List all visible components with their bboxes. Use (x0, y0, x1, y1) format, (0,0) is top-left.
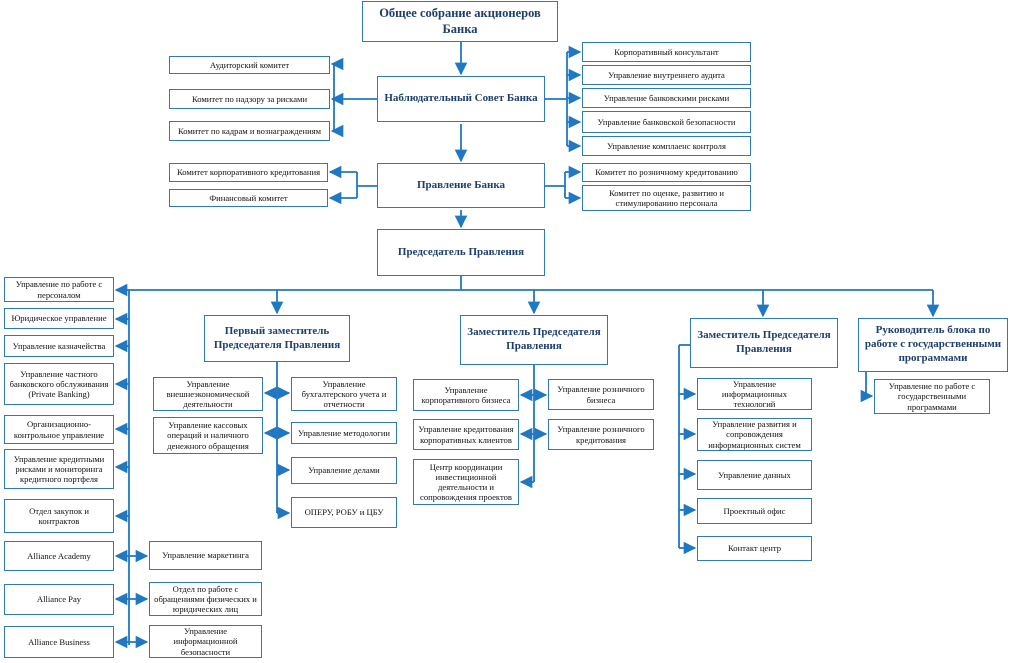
cash-operations-dept: Управление кассовых операций и наличного… (153, 417, 263, 454)
compliance-dept: Управление комплаенс контроля (582, 136, 751, 156)
private-banking-dept: Управление частного банковского обслужив… (4, 363, 114, 405)
it-dept: Управление информационных технологий (697, 378, 812, 410)
bank-risks-dept: Управление банковскими рисками (582, 88, 751, 108)
gov-programs-head-box: Руководитель блока по работе с государст… (858, 318, 1008, 372)
corporate-business-dept: Управление корпоративного бизнеса (413, 379, 519, 411)
corporate-credit-dept: Управление кредитования корпоративных кл… (413, 419, 519, 450)
corporate-consultant: Корпоративный консультант (582, 42, 751, 62)
hr-remuneration-committee: Комитет по кадрам и вознаграждениям (169, 121, 330, 141)
investment-center: Центр координации инвестиционной деятель… (413, 459, 519, 505)
general-meeting-box: Общее собрание акционеров Банка (362, 1, 558, 42)
info-systems-dept: Управление развития и сопровождения инфо… (697, 418, 812, 451)
methodology-dept: Управление методологии (291, 422, 397, 444)
chairman-box: Председатель Правления (377, 229, 545, 276)
retail-credit-dept: Управление розничного кредитования (548, 419, 654, 450)
hr-dept: Управление по работе с персоналом (4, 277, 114, 302)
alliance-pay: Alliance Pay (4, 584, 114, 615)
marketing-dept: Управление маркетинга (149, 541, 262, 570)
operu-robu-cbu: ОПЕРУ, РОБУ и ЦБУ (291, 497, 397, 528)
data-dept: Управление данных (697, 460, 812, 490)
corporate-credit-committee: Комитет корпоративного кредитования (169, 163, 328, 182)
internal-audit-dept: Управление внутреннего аудита (582, 65, 751, 85)
legal-dept: Юридическое управление (4, 308, 114, 329)
affairs-dept: Управление делами (291, 457, 397, 484)
personnel-committee: Комитет по оценке, развитию и стимулиров… (582, 185, 751, 211)
retail-credit-committee: Комитет по розничному кредитованию (582, 163, 751, 182)
appeals-dept: Отдел по работе с обращениями физических… (149, 582, 262, 616)
procurement-dept: Отдел закупок и контрактов (4, 499, 114, 533)
alliance-business: Alliance Business (4, 626, 114, 658)
deputy-corporate-box: Заместитель Председателя Правления (460, 315, 608, 365)
org-control-dept: Организационно-контрольное управление (4, 415, 114, 444)
management-board-box: Правление Банка (377, 163, 545, 208)
supervisory-board-box: Наблюдательный Совет Банка (377, 76, 545, 122)
treasury-dept: Управление казначейства (4, 335, 114, 357)
accounting-dept: Управление бухгалтерского учета и отчетн… (291, 377, 397, 411)
deputy-it-box: Заместитель Председателя Правления (690, 318, 838, 368)
alliance-academy: Alliance Academy (4, 541, 114, 571)
bank-security-dept: Управление банковской безопасности (582, 111, 751, 133)
credit-risk-dept: Управление кредитными рисками и монитори… (4, 449, 114, 489)
info-security-dept: Управление информационной безопасности (149, 625, 262, 658)
first-deputy-box: Первый заместитель Председателя Правлени… (204, 315, 350, 362)
risk-supervision-committee: Комитет по надзору за рисками (169, 89, 330, 109)
project-office: Проектный офис (697, 498, 812, 524)
audit-committee: Аудиторский комитет (169, 56, 330, 74)
gov-programs-dept: Управление по работе с государственными … (874, 379, 990, 414)
finance-committee: Финансовый комитет (169, 189, 328, 207)
foreign-econ-dept: Управление внешнеэкономической деятельно… (153, 377, 263, 411)
contact-center: Контакт центр (697, 536, 812, 561)
retail-business-dept: Управление розничного бизнеса (548, 379, 654, 410)
